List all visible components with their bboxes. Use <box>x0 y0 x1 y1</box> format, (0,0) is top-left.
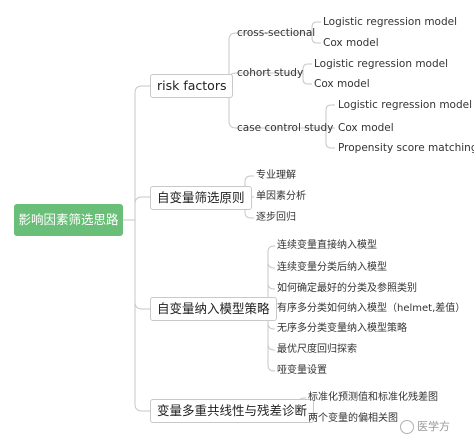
connector-root-collinear <box>134 220 150 412</box>
connector-strategy-leaf1 <box>262 245 275 310</box>
connector-strategy-leaf3 <box>267 282 275 290</box>
leaf-strategy-1[interactable]: 连续变量直接纳入模型 <box>277 240 377 251</box>
group-cross-sectional[interactable]: cross-sectional <box>237 27 316 39</box>
connector-case-leaf3 <box>325 128 335 149</box>
connector-cross-leaf2 <box>311 33 321 44</box>
branch-collinearity[interactable]: 变量多重共线性与残差诊断 <box>150 399 315 423</box>
leaf-case-logistic[interactable]: Logistic regression model <box>338 99 473 111</box>
connector-risk-casecontrol <box>228 86 319 129</box>
branch-risk-factors[interactable]: risk factors <box>150 74 234 98</box>
leaf-strategy-7[interactable]: 哑变量设置 <box>277 365 327 376</box>
leaf-select-2[interactable]: 单因素分析 <box>256 191 306 202</box>
connector-case-leaf1 <box>319 104 335 129</box>
connector-cohort-leaf1 <box>296 63 312 74</box>
branch-model-strategy[interactable]: 自变量纳入模型策略 <box>150 297 277 321</box>
leaf-strategy-3[interactable]: 如何确定最好的分类及参照类别 <box>277 283 417 294</box>
leaf-strategy-4[interactable]: 有序多分类如何纳入模型（helmet,差值） <box>277 303 466 314</box>
leaf-cohort-cox[interactable]: Cox model <box>314 78 370 90</box>
leaf-cohort-logistic[interactable]: Logistic regression model <box>314 58 449 70</box>
leaf-strategy-6[interactable]: 最优尺度回归探索 <box>277 344 357 355</box>
leaf-collinear-2[interactable]: 两个变量的偏相关图 <box>308 413 398 424</box>
connector-root-risk <box>123 85 150 221</box>
leaf-case-psm[interactable]: Propensity score matching <box>338 142 474 154</box>
connector-strategy-leaf7 <box>267 344 275 372</box>
leaf-strategy-5[interactable]: 无序多分类变量纳入模型策略 <box>277 323 407 334</box>
leaf-case-cox[interactable]: Cox model <box>338 122 394 134</box>
connector-root-strategy <box>134 220 150 310</box>
watermark: 医学方 <box>400 416 468 438</box>
group-case-control[interactable]: case control study <box>237 122 334 134</box>
connector-cohort-leaf2 <box>302 73 312 85</box>
leaf-cross-cox[interactable]: Cox model <box>323 37 379 49</box>
connector-risk-cross <box>220 32 305 87</box>
leaf-collinear-1[interactable]: 标准化预测值和标准化残差图 <box>308 392 438 403</box>
leaf-select-1[interactable]: 专业理解 <box>256 170 296 181</box>
leaf-cross-logistic[interactable]: Logistic regression model <box>323 16 458 28</box>
leaf-select-3[interactable]: 逐步回归 <box>256 212 296 223</box>
connector-select-leaf1 <box>238 175 254 198</box>
connector-cross-leaf1 <box>305 21 321 34</box>
branch-variable-selection[interactable]: 自变量筛选原则 <box>150 186 252 210</box>
watermark-text: 医学方 <box>417 420 450 433</box>
leaf-strategy-2[interactable]: 连续变量分类后纳入模型 <box>277 262 387 273</box>
connector-strategy-leaf2 <box>267 261 275 269</box>
group-cohort-study[interactable]: cohort study <box>237 67 304 79</box>
connector-select-leaf3 <box>244 197 254 219</box>
root-node[interactable]: 影响因素筛选思路 <box>14 204 123 236</box>
connector-root-select <box>134 196 150 220</box>
wechat-logo-icon <box>400 420 414 434</box>
